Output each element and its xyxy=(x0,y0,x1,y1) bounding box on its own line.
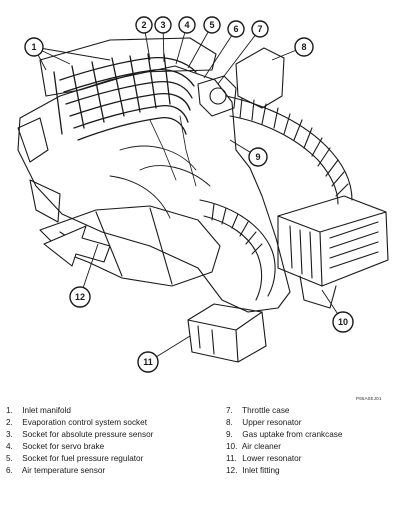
legend-number: 9. xyxy=(226,430,233,440)
inlet-manifold-runners xyxy=(53,53,197,141)
legend-item: 4. Socket for servo brake xyxy=(6,441,216,453)
callout-8: 8 xyxy=(294,37,314,57)
legend-item: 11. Lower resonator xyxy=(226,453,396,465)
plenum xyxy=(39,37,217,97)
legend-label: Upper resonator xyxy=(242,418,302,428)
legend-number: 2. xyxy=(6,418,13,428)
svg-text:10: 10 xyxy=(338,317,348,327)
legend-item: 1. Inlet manifold xyxy=(6,405,216,417)
callout-4: 4 xyxy=(178,16,196,34)
inlet-fitting xyxy=(39,205,221,287)
engine-block-drawing xyxy=(17,37,389,363)
svg-text:2: 2 xyxy=(141,20,146,30)
legend-number: 10. xyxy=(226,442,238,452)
legend-item: 6. Air temperature sensor xyxy=(6,465,216,477)
engine-block-outline xyxy=(17,65,291,313)
legend-number: 5. xyxy=(6,454,13,464)
legend-item: 2. Evaporation control system socket xyxy=(6,417,216,429)
legend-number: 7. xyxy=(226,406,233,415)
legend-number: 6. xyxy=(6,466,13,476)
svg-text:3: 3 xyxy=(160,20,165,30)
svg-text:9: 9 xyxy=(255,152,260,162)
legend-right-column: 7. Throttle case 8. Upper resonator 9. G… xyxy=(226,405,396,478)
legend-left-column: 1. Inlet manifold 2. Evaporation control… xyxy=(6,405,216,478)
callout-7: 7 xyxy=(251,20,269,38)
legend-item: 12. Inlet fitting xyxy=(226,465,396,477)
svg-text:11: 11 xyxy=(143,357,153,367)
legend-number: 1. xyxy=(6,406,13,415)
legend-item: 10. Air cleaner xyxy=(226,441,396,453)
legend-label: Air cleaner xyxy=(241,442,281,452)
legend-number: 4. xyxy=(6,442,13,452)
upper-resonator xyxy=(235,47,285,109)
callout-9: 9 xyxy=(248,147,268,167)
legend-number: 3. xyxy=(6,430,13,440)
leader-lines xyxy=(33,24,344,363)
svg-text:4: 4 xyxy=(184,20,189,30)
callout-3: 3 xyxy=(154,16,172,34)
callout-12: 12 xyxy=(69,286,91,308)
callout-11: 11 xyxy=(137,351,159,373)
svg-text:7: 7 xyxy=(257,24,262,34)
lower-resonator xyxy=(187,303,267,363)
callout-2: 2 xyxy=(135,16,153,34)
intake-arrow xyxy=(43,225,111,267)
legend-number: 8. xyxy=(226,418,233,428)
legend-label: Socket for absolute pressure sensor xyxy=(22,430,154,440)
air-cleaner-box xyxy=(277,195,389,309)
legend-label: Inlet fitting xyxy=(242,466,280,476)
legend-label: Gas uptake from crankcase xyxy=(242,430,343,440)
legend-label: Inlet manifold xyxy=(22,406,71,415)
legend-item: 7. Throttle case xyxy=(226,405,396,417)
legend-label: Socket for servo brake xyxy=(22,442,105,452)
svg-text:8: 8 xyxy=(301,42,306,52)
corrugated-duct xyxy=(225,95,353,205)
legend-item: 9. Gas uptake from crankcase xyxy=(226,429,396,441)
svg-text:6: 6 xyxy=(233,24,238,34)
legend-item: 3. Socket for absolute pressure sensor xyxy=(6,429,216,441)
callout-5: 5 xyxy=(203,16,221,34)
legend-number: 12. xyxy=(226,466,238,476)
legend-number: 11. xyxy=(226,454,237,464)
lower-duct xyxy=(199,199,276,297)
svg-text:5: 5 xyxy=(209,20,214,30)
callout-6: 6 xyxy=(227,20,245,38)
legend-label: Evaporation control system socket xyxy=(22,418,147,428)
svg-text:12: 12 xyxy=(75,292,85,302)
legend-item: 5. Socket for fuel pressure regulator xyxy=(6,453,216,465)
callout-10: 10 xyxy=(332,311,354,333)
callout-1: 1 xyxy=(24,37,44,57)
legend-label: Socket for fuel pressure regulator xyxy=(22,454,144,464)
legend-item: 8. Upper resonator xyxy=(226,417,396,429)
svg-text:1: 1 xyxy=(31,42,36,52)
engine-intake-diagram: 1 2 3 4 5 6 7 8 9 10 11 12 xyxy=(17,16,389,373)
figure-reference-code: P66A0EJ01 xyxy=(356,396,382,401)
legend-label: Lower resonator xyxy=(242,454,302,464)
legend-label: Air temperature sensor xyxy=(21,466,106,476)
legend-label: Throttle case xyxy=(242,406,290,415)
